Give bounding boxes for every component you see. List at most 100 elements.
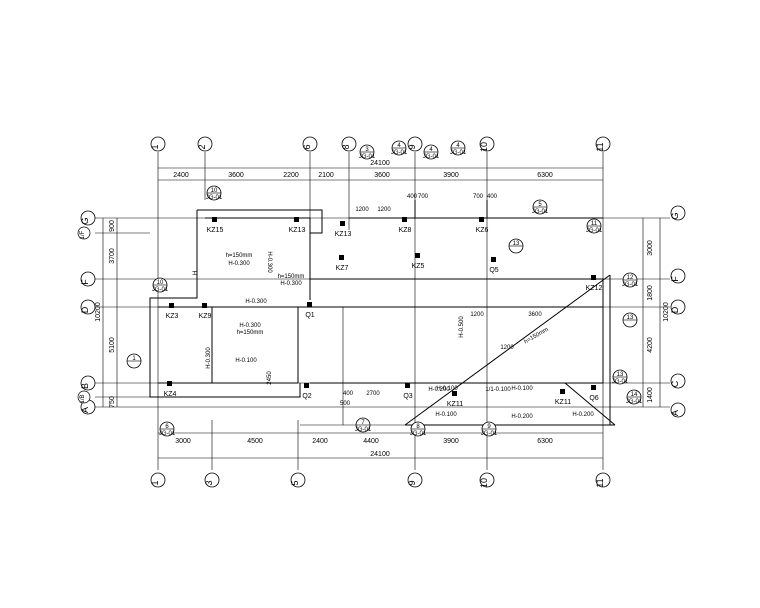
axis-bottom-3-1-label: 3 <box>204 480 214 485</box>
column-mark-13 <box>304 383 309 388</box>
column-label-7: Q5 <box>489 267 498 274</box>
detail-ref-sheet: JG-01 <box>159 431 176 437</box>
elevation-note-9: H-0.100 <box>235 358 257 364</box>
dim-top-3: 2100 <box>318 172 334 179</box>
axis-left-D: D <box>80 299 96 315</box>
elevation-note-6: H-0.300 <box>239 323 261 329</box>
dim-inner-8: 1200 <box>500 345 514 351</box>
axis-bottom-9-3-label: 9 <box>407 480 417 485</box>
dim-bottom-total: 24100 <box>370 451 390 458</box>
column-mark-3 <box>402 217 407 222</box>
detail-ref-2: 4JG-01 <box>423 144 440 160</box>
elevation-note-15: H-0.200 <box>428 387 450 393</box>
detail-ref-15: 7JG-01 <box>355 417 372 433</box>
detail-ref-num: 4 <box>429 147 433 153</box>
axis-right-F-circle <box>670 268 686 284</box>
axis-right-G-label: G <box>670 212 680 219</box>
axis-left-G-label: G <box>80 217 90 224</box>
axis-bottom-9-3-circle <box>407 472 423 488</box>
axis-bottom-11-5-circle <box>595 472 611 488</box>
horizontal-grid-lines <box>95 217 670 408</box>
detail-ref-num: 11 <box>591 221 598 227</box>
elevation-note-5: H-0.300 <box>245 299 267 305</box>
axis-left-B: B <box>80 375 96 391</box>
axis-right-D-circle <box>670 299 686 315</box>
detail-ref-13: 1 <box>126 353 142 369</box>
dim-top-4: 3600 <box>374 172 390 179</box>
detail-ref-8: 13 <box>622 312 638 328</box>
column-mark-4 <box>479 217 484 222</box>
axis-left-A-label: A <box>80 407 90 413</box>
axis-left-sub-label: 1/F <box>80 230 86 239</box>
dim-inner-11: 2700 <box>366 391 380 397</box>
detail-ref-1: 4JG-01 <box>391 140 408 156</box>
detail-ref-7: 13 <box>508 238 524 254</box>
dim-top-5: 3900 <box>443 172 459 179</box>
dim-bottom-1: 4500 <box>247 438 263 445</box>
detail-ref-sheet: JG-01 <box>355 427 372 433</box>
column-mark-6 <box>415 253 420 258</box>
axis-right-F-label: F <box>670 276 680 282</box>
dim-inner-2: 400 <box>407 194 418 200</box>
detail-ref-sheet: JG-01 <box>586 228 603 234</box>
dim-inner-0: 1200 <box>355 207 369 213</box>
column-label-1: KZ13 <box>289 227 306 234</box>
axis-bottom-1-0-circle <box>150 472 166 488</box>
dim-top-total: 24100 <box>370 160 390 167</box>
column-label-9: KZ3 <box>166 313 179 320</box>
column-mark-7 <box>491 257 496 262</box>
dim-right-2: 4200 <box>647 337 654 353</box>
axis-right-A-circle <box>670 402 686 418</box>
detail-ref-num: 3 <box>365 147 369 153</box>
elevation-note-12: H-0.100 <box>511 386 533 392</box>
dim-left-0: 900 <box>109 220 116 232</box>
axis-top-2-1-circle <box>197 136 213 152</box>
elevation-note-3: h=150mm <box>278 274 305 280</box>
elevation-note-2: H-0.300 <box>266 251 272 273</box>
detail-ref-num: 4 <box>397 143 401 149</box>
axis-bottom-1-0-label: 1 <box>150 480 160 485</box>
axis-bottom-5-2-label: 5 <box>290 480 300 485</box>
axis-left-sub-circle <box>77 226 91 240</box>
detail-ref-17: 9JG-01 <box>481 421 498 437</box>
axis-right-G: G <box>670 205 686 221</box>
elevation-note-11: H-0.100 <box>435 412 457 418</box>
elevation-note-0: h=150mm <box>226 253 253 259</box>
elevation-note-13: H-0.200 <box>511 414 533 420</box>
left-dimension-chain <box>102 218 118 407</box>
column-label-5: KZ7 <box>336 265 349 272</box>
detail-ref-sheet: JG-01 <box>359 154 376 160</box>
column-mark-12 <box>167 381 172 386</box>
detail-ref-sheet: JG-01 <box>626 399 643 405</box>
elevation-note-14: H-0.200 <box>572 412 594 418</box>
axis-top-10-5-circle <box>479 136 495 152</box>
elevation-note-16: 1/1-0.100 <box>485 387 511 393</box>
axis-left-G-circle <box>80 210 96 226</box>
detail-ref-num: 10 <box>157 280 164 286</box>
column-label-2: KZ13 <box>335 231 352 238</box>
column-label-17: Q6 <box>589 395 598 402</box>
dim-right-0: 3000 <box>647 240 654 256</box>
column-label-8: KZ12 <box>586 285 603 292</box>
column-label-6: KZ5 <box>412 263 425 270</box>
axis-bottom-3-1: 3 <box>204 472 220 488</box>
column-mark-16 <box>560 389 565 394</box>
axis-left-G: G <box>80 210 96 226</box>
detail-ref-sheet: JG-01 <box>152 287 169 293</box>
axis-left-B-circle <box>80 375 96 391</box>
axis-top-8-3-label: 8 <box>341 144 351 149</box>
dim-top-2: 2200 <box>283 172 299 179</box>
detail-ref-num: 6 <box>165 424 169 430</box>
column-label-4: KZ6 <box>476 227 489 234</box>
axis-top-9-4: 9 <box>407 136 423 152</box>
detail-ref-0: 3JG-01 <box>359 144 376 160</box>
dim-right-3: 1400 <box>647 387 654 403</box>
